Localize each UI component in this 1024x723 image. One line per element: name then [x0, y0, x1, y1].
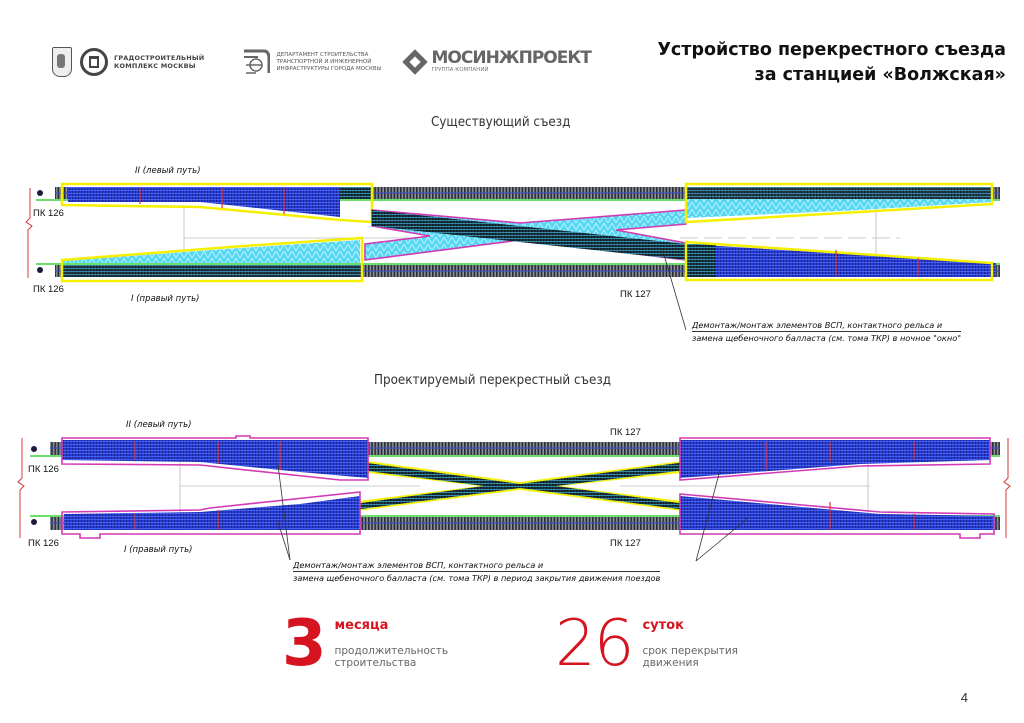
projected-work-note: Демонтаж/монтаж элементов ВСП, контактно… [293, 560, 661, 583]
stat-closure-value: 26 [555, 607, 634, 681]
projected-pk127-bottom: ПК 127 [610, 538, 641, 549]
existing-left-track-label: II (левый путь) [135, 166, 201, 176]
projected-diagram-title: Проектируемый перекрестный съезд [374, 373, 612, 388]
existing-diagram-title: Существующий съезд [431, 115, 571, 130]
existing-pk126-top: ПК 126 [33, 208, 64, 219]
projected-right-track-label: I (правый путь) [124, 545, 193, 555]
page-title: Устройство перекрестного съезда за станц… [657, 40, 1006, 85]
gradostroitelny-kompleks-logo-icon [80, 48, 108, 76]
existing-right-track-label: I (правый путь) [131, 294, 200, 304]
existing-pk127: ПК 127 [620, 289, 651, 300]
page-number: 4 [960, 690, 968, 705]
existing-work-note: Демонтаж/монтаж элементов ВСП, контактно… [692, 320, 961, 343]
gradostroitelny-kompleks-logo-text: ГРАДОСТРОИТЕЛЬНЫЙ КОМПЛЕКС МОСКВЫ [114, 54, 205, 70]
stat-duration-desc: продолжительность строительства [334, 645, 449, 669]
projected-pk127-top: ПК 127 [610, 427, 641, 438]
existing-pk126-bottom: ПК 126 [33, 284, 64, 295]
existing-crossover-diagram [25, 182, 1000, 331]
projected-left-track-label: II (левый путь) [126, 420, 192, 430]
moscow-coat-of-arms-logo [52, 47, 72, 77]
stat-duration-unit: месяца [334, 618, 389, 633]
projected-pk126-top: ПК 126 [28, 464, 59, 475]
stat-closure-desc: срок перекрытия движения [642, 645, 738, 669]
mosinzhproekt-logo-text: МОСИНЖПРОЕКТ ГРУППА КОМПАНИЙ [431, 48, 592, 74]
projected-pk126-bottom: ПК 126 [28, 538, 59, 549]
mosinzhproekt-logo-icon [401, 49, 428, 75]
departament-logo-icon [244, 49, 271, 74]
header-logos: ГРАДОСТРОИТЕЛЬНЫЙ КОМПЛЕКС МОСКВЫ ДЕПАРТ… [52, 44, 592, 80]
stat-closure: 26 суток срок перекрытия движения [555, 612, 738, 676]
stat-duration-value: 3 [282, 607, 327, 681]
stat-duration: 3 месяца продолжительность строительства [282, 612, 448, 676]
projected-crossover-diagram [17, 435, 1011, 562]
stat-closure-unit: суток [642, 618, 684, 633]
departament-logo-text: ДЕПАРТАМЕНТ СТРОИТЕЛЬСТВА ТРАНСПОРТНОЙ И… [276, 51, 382, 72]
